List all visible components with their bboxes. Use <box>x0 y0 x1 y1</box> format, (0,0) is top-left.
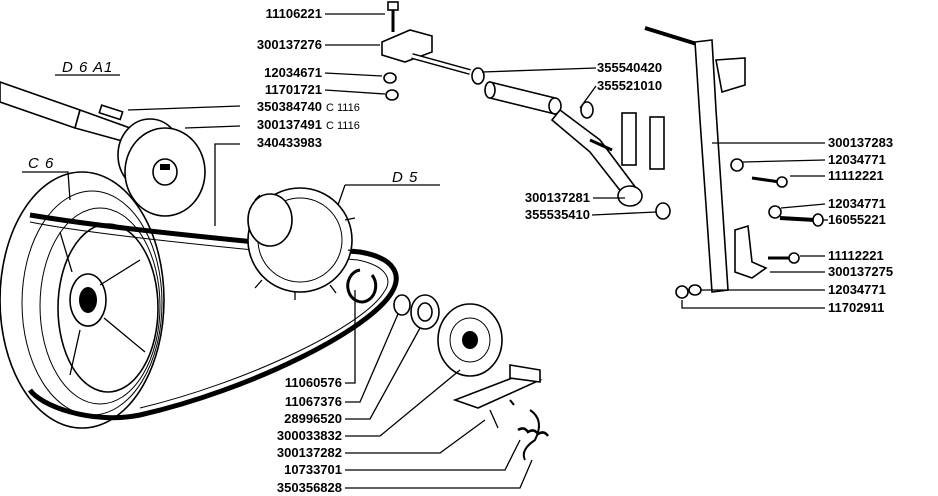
label-355521010: 355521010 <box>597 78 662 93</box>
large-pulley <box>0 171 165 429</box>
label-10733701: 10733701 <box>284 462 342 477</box>
nut-11702911 <box>675 285 689 299</box>
top-bolt <box>387 1 399 32</box>
input-shaft <box>0 81 131 143</box>
label-12034771-b: 12034771 <box>828 196 886 211</box>
tension-arm <box>452 364 543 429</box>
bracket-300137275 <box>734 224 768 279</box>
label-11702911: 11702911 <box>828 300 884 315</box>
label-12034671: 12034671 <box>264 65 322 80</box>
lever <box>550 108 643 207</box>
label-11112221-a: 11112221 <box>828 168 884 183</box>
bolt-16055221 <box>779 213 824 227</box>
nut-small <box>385 89 399 101</box>
bearing <box>410 294 440 330</box>
reference-labels: D 6 A1 C 6 D 5 <box>28 59 418 186</box>
bush <box>471 67 485 85</box>
washer-12034771-c <box>688 284 702 296</box>
snap-ring <box>346 268 378 304</box>
label-11060576: 11060576 <box>285 375 342 390</box>
label-11106221-top: 11106221 <box>266 6 322 21</box>
sleeve <box>484 80 562 116</box>
label-355535410: 355535410 <box>525 207 590 222</box>
small-plates <box>621 112 665 170</box>
washer-12034771-b <box>768 205 782 219</box>
ref-c6: C 6 <box>28 155 54 172</box>
label-355540420: 355540420 <box>597 60 662 75</box>
tension-pulley <box>437 303 503 377</box>
label-16055221: 16055221 <box>828 212 886 227</box>
label-340433983: 340433983 <box>257 135 322 150</box>
part-labels: 11106221 300137276 12034671 11701721 350… <box>257 6 893 495</box>
washer <box>393 294 411 316</box>
label-300137283: 300137283 <box>828 135 893 150</box>
bolt-11112221-b <box>768 252 800 264</box>
clutch-gear <box>247 187 359 300</box>
label-300137276: 300137276 <box>257 37 322 52</box>
label-300033832: 300033832 <box>277 428 342 443</box>
compat-c2: C 1116 <box>326 120 360 132</box>
label-12034771-a: 12034771 <box>828 152 886 167</box>
label-350356828: 350356828 <box>277 480 342 495</box>
label-300137282: 300137282 <box>277 445 342 460</box>
label-11112221-b: 11112221 <box>828 248 884 263</box>
compat-c1: C 1116 <box>326 102 360 114</box>
label-300137491: 300137491 <box>257 117 322 132</box>
small-pulley <box>117 118 206 217</box>
label-28996520: 28996520 <box>284 411 342 426</box>
drive-belt <box>27 212 399 421</box>
washer-small <box>383 72 397 84</box>
washer-355521010 <box>580 101 594 119</box>
ref-d6a1: D 6 A1 <box>62 59 113 76</box>
bracket <box>381 29 471 75</box>
ref-d5: D 5 <box>392 169 418 186</box>
spring <box>509 399 550 461</box>
leader-lines <box>22 13 828 489</box>
washer-12034771-a <box>730 158 744 172</box>
label-12034771-c: 12034771 <box>828 282 886 297</box>
label-11701721: 11701721 <box>265 82 322 97</box>
label-11067376: 11067376 <box>285 394 342 409</box>
frame <box>644 26 746 293</box>
label-300137275: 300137275 <box>828 264 893 279</box>
label-350384740: 350384740 <box>257 99 322 114</box>
label-300137281: 300137281 <box>525 190 590 205</box>
bolt-11112221-a <box>751 176 788 188</box>
washer-355535410 <box>655 202 671 220</box>
